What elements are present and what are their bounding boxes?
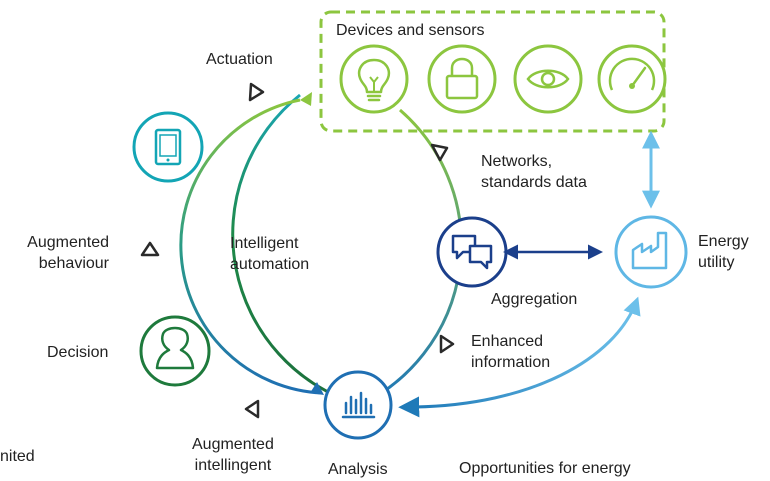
intelligent-automation-line1: Intelligent (230, 235, 299, 252)
eye-icon (513, 44, 583, 114)
augmented-intelligent-label: Augmented intellingent (192, 434, 274, 476)
person-icon (155, 326, 195, 370)
actuation-label: Actuation (206, 51, 273, 68)
lightbulb-icon (339, 44, 409, 114)
decision-label: Decision (47, 344, 109, 361)
factory-icon (631, 231, 668, 270)
intelligent-automation-label: Intelligent automation (230, 233, 309, 275)
augmented-behaviour-line2: behaviour (38, 255, 109, 272)
lock-icon (427, 44, 497, 114)
energy-utility-line1: Energy (698, 233, 749, 250)
energy-utility-node (614, 215, 688, 289)
analysis-label: Analysis (328, 461, 388, 478)
energy-utility-label: Energy utility (698, 231, 749, 273)
chat-bubbles-icon (451, 234, 493, 270)
tablet-icon (154, 128, 182, 166)
outer-cycle-left-arc (231, 93, 361, 407)
networks-label-line1: Networks, (481, 153, 553, 170)
augmented-intelligent-line2: intellingent (194, 457, 272, 474)
augmented-behaviour-label: Augmented behaviour (8, 232, 109, 274)
intelligent-automation-line2: automation (230, 256, 310, 273)
devices-box-title: Devices and sensors (336, 22, 485, 39)
arrow-networks (430, 143, 449, 162)
networks-label-line2: standards data (481, 174, 587, 191)
enhanced-information-line1: Enhanced (471, 333, 544, 350)
augmented-behaviour-line1: Augmented (27, 234, 109, 251)
cut-off-left-label: nited (0, 448, 35, 465)
inner-arrowhead-bottom (310, 382, 324, 395)
aggregation-label: Aggregation (491, 291, 578, 308)
arrow-actuation (248, 82, 265, 102)
inner-automation-arc (179, 98, 323, 395)
augmented-intelligent-line1: Augmented (192, 436, 274, 453)
decision-node (139, 315, 211, 387)
bar-chart-icon (341, 391, 376, 419)
arrow-enhanced-information (439, 334, 455, 354)
gauge-icon (597, 44, 667, 114)
analysis-energy-arc (398, 296, 641, 418)
opportunities-label: Opportunities for energy (459, 460, 631, 477)
arrow-augmented-intelligent (244, 399, 260, 419)
inner-arrowhead-top (300, 92, 312, 106)
enhanced-information-line2: information (471, 354, 551, 371)
devices-box (319, 10, 666, 133)
enhanced-information-label: Enhanced information (471, 331, 550, 373)
arrow-augmented-behaviour (140, 241, 160, 257)
aggregation-node (436, 216, 508, 288)
energy-utility-line2: utility (698, 254, 735, 271)
analysis-node (323, 370, 393, 440)
tablet-node (132, 111, 204, 183)
networks-label: Networks, standards data (481, 151, 587, 193)
